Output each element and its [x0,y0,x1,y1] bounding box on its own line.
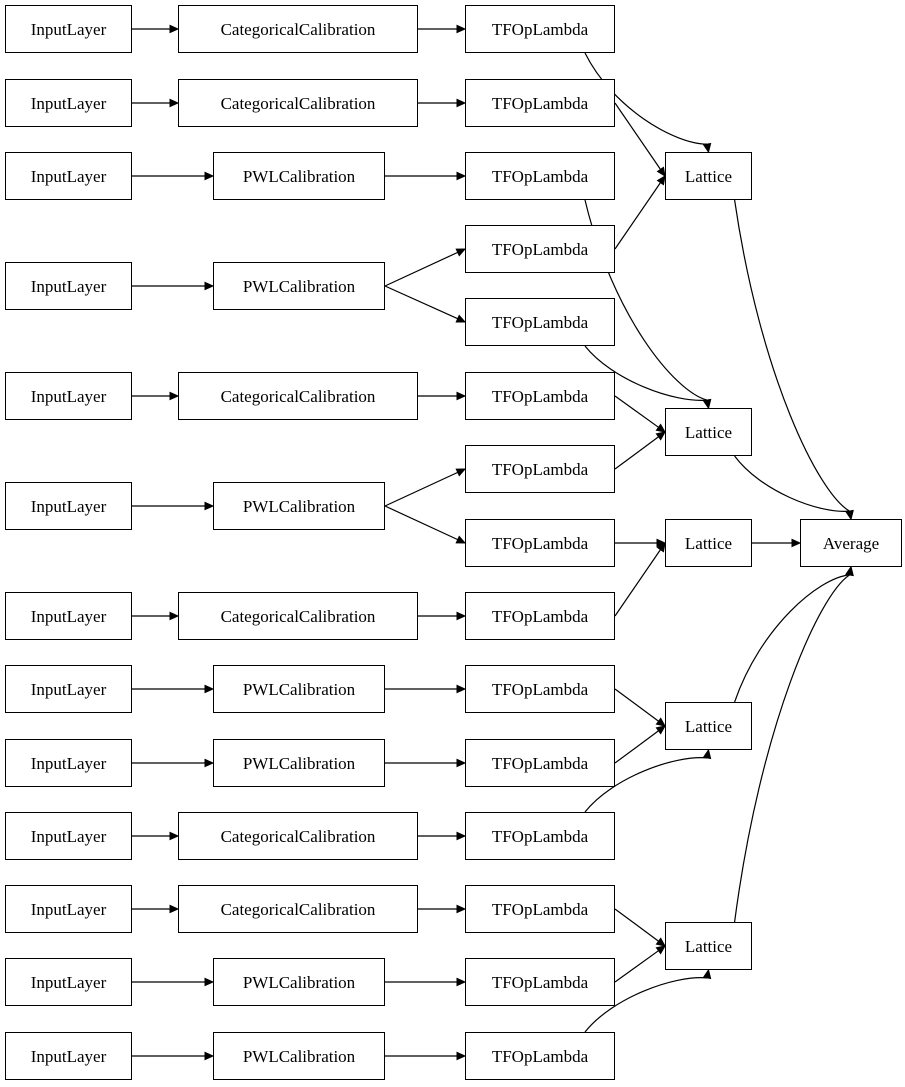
node-label: PWLCalibration [242,1046,356,1066]
node-label: InputLayer [30,496,107,516]
node-label: PWLCalibration [242,166,356,186]
node-op14[interactable]: TFOpLambda [465,958,615,1006]
node-label: TFOpLambda [491,972,589,992]
node-cal3[interactable]: PWLCalibration [213,152,385,200]
node-in5[interactable]: InputLayer [5,372,132,420]
node-label: TFOpLambda [491,899,589,919]
node-label: InputLayer [30,606,107,626]
node-op6[interactable]: TFOpLambda [465,372,615,420]
node-label: PWLCalibration [242,276,356,296]
node-label: TFOpLambda [491,606,589,626]
node-label: Lattice [684,422,733,442]
node-op5[interactable]: TFOpLambda [465,298,615,346]
node-in1[interactable]: InputLayer [5,5,132,53]
node-label: PWLCalibration [242,679,356,699]
node-label: Lattice [684,166,733,186]
node-label: Lattice [684,936,733,956]
node-label: TFOpLambda [491,1046,589,1066]
node-cal13[interactable]: PWLCalibration [213,1032,385,1080]
node-lat4[interactable]: Lattice [665,702,752,750]
node-cal1[interactable]: CategoricalCalibration [178,5,418,53]
node-label: Lattice [684,716,733,736]
node-op7[interactable]: TFOpLambda [465,445,615,493]
node-cal5[interactable]: CategoricalCalibration [178,372,418,420]
node-label: InputLayer [30,826,107,846]
node-in7[interactable]: InputLayer [5,592,132,640]
node-lat5[interactable]: Lattice [665,922,752,970]
node-op8[interactable]: TFOpLambda [465,519,615,567]
node-lat2[interactable]: Lattice [665,408,752,456]
node-op11[interactable]: TFOpLambda [465,739,615,787]
node-cal12[interactable]: PWLCalibration [213,958,385,1006]
node-label: CategoricalCalibration [220,826,376,846]
node-op3[interactable]: TFOpLambda [465,152,615,200]
node-label: TFOpLambda [491,93,589,113]
node-label: PWLCalibration [242,496,356,516]
node-label: CategoricalCalibration [220,93,376,113]
node-label: InputLayer [30,386,107,406]
node-in2[interactable]: InputLayer [5,79,132,127]
node-label: InputLayer [30,972,107,992]
node-op2[interactable]: TFOpLambda [465,79,615,127]
node-label: CategoricalCalibration [220,19,376,39]
node-cal9[interactable]: PWLCalibration [213,739,385,787]
node-avg[interactable]: Average [800,519,902,567]
node-in3[interactable]: InputLayer [5,152,132,200]
node-in10[interactable]: InputLayer [5,812,132,860]
node-cal7[interactable]: CategoricalCalibration [178,592,418,640]
node-cal10[interactable]: CategoricalCalibration [178,812,418,860]
node-in13[interactable]: InputLayer [5,1032,132,1080]
node-label: TFOpLambda [491,459,589,479]
node-label: InputLayer [30,899,107,919]
node-in12[interactable]: InputLayer [5,958,132,1006]
node-op4[interactable]: TFOpLambda [465,225,615,273]
node-label: CategoricalCalibration [220,899,376,919]
node-op10[interactable]: TFOpLambda [465,665,615,713]
node-label: TFOpLambda [491,166,589,186]
node-label: CategoricalCalibration [220,386,376,406]
node-in4[interactable]: InputLayer [5,262,132,310]
node-lat3[interactable]: Lattice [665,519,752,567]
node-op1[interactable]: TFOpLambda [465,5,615,53]
node-label: TFOpLambda [491,239,589,259]
node-label: TFOpLambda [491,753,589,773]
node-op15[interactable]: TFOpLambda [465,1032,615,1080]
node-cal2[interactable]: CategoricalCalibration [178,79,418,127]
node-label: InputLayer [30,1046,107,1066]
node-label: InputLayer [30,166,107,186]
node-label: PWLCalibration [242,753,356,773]
node-label: TFOpLambda [491,312,589,332]
node-in8[interactable]: InputLayer [5,665,132,713]
node-label: Average [822,533,880,553]
node-op9[interactable]: TFOpLambda [465,592,615,640]
node-cal6[interactable]: PWLCalibration [213,482,385,530]
node-label: TFOpLambda [491,533,589,553]
node-label: InputLayer [30,276,107,296]
node-label: PWLCalibration [242,972,356,992]
node-cal11[interactable]: CategoricalCalibration [178,885,418,933]
node-in6[interactable]: InputLayer [5,482,132,530]
node-in11[interactable]: InputLayer [5,885,132,933]
node-op13[interactable]: TFOpLambda [465,885,615,933]
node-label: TFOpLambda [491,386,589,406]
node-label: InputLayer [30,93,107,113]
node-in9[interactable]: InputLayer [5,739,132,787]
node-label: CategoricalCalibration [220,606,376,626]
node-cal4[interactable]: PWLCalibration [213,262,385,310]
node-label: InputLayer [30,753,107,773]
node-label: TFOpLambda [491,826,589,846]
node-lat1[interactable]: Lattice [665,152,752,200]
node-cal8[interactable]: PWLCalibration [213,665,385,713]
node-op12[interactable]: TFOpLambda [465,812,615,860]
node-label: InputLayer [30,679,107,699]
node-label: TFOpLambda [491,679,589,699]
node-label: TFOpLambda [491,19,589,39]
node-label: Lattice [684,533,733,553]
node-label: InputLayer [30,19,107,39]
